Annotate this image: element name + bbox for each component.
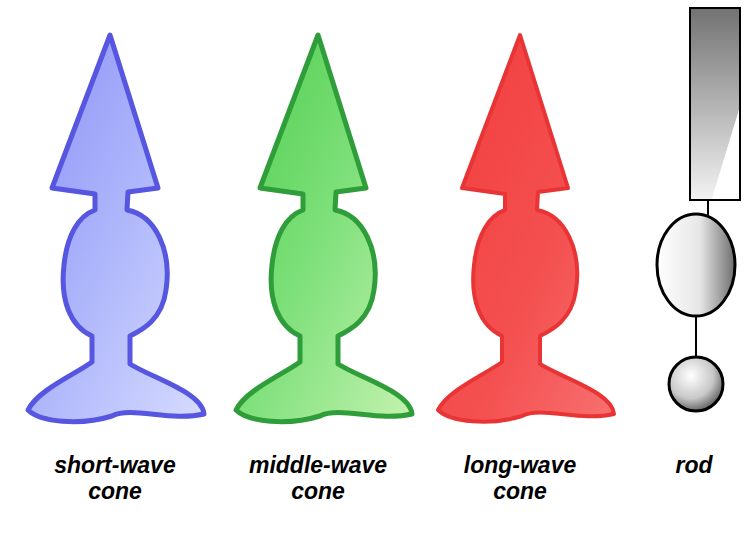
long-wave-cone-shape xyxy=(438,35,614,422)
rod-shape xyxy=(657,8,740,411)
cell-label: short-wave cone xyxy=(30,452,200,505)
cell-label: long-wave cone xyxy=(435,452,605,505)
middle-wave-cone-shape xyxy=(236,35,412,422)
cell-label: middle-wave cone xyxy=(233,452,403,505)
cell-label: rod xyxy=(654,452,734,478)
short-wave-cone-shape xyxy=(28,35,204,422)
